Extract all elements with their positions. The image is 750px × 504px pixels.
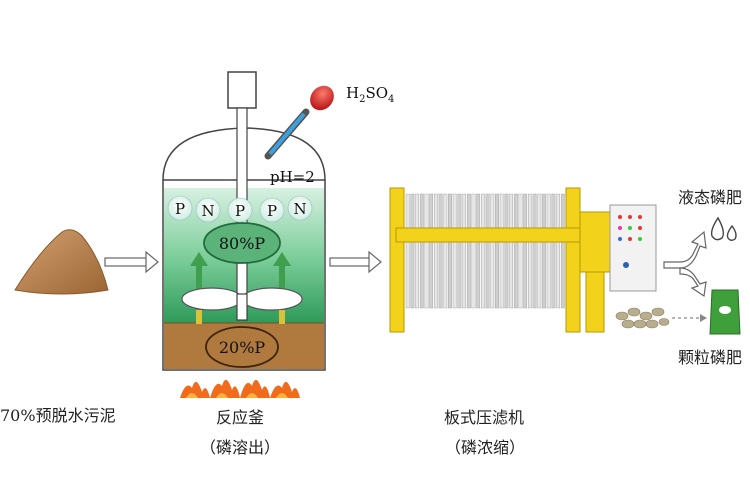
filter-plate xyxy=(443,193,448,309)
filter-plate xyxy=(556,193,561,309)
filter-plate xyxy=(546,193,551,309)
sludge-pile xyxy=(14,229,109,295)
filter-plate xyxy=(481,193,485,309)
ion-label: N xyxy=(293,200,306,218)
filter-plate xyxy=(457,193,462,309)
filter-plate xyxy=(415,193,419,309)
liquid-fertilizer-label: 液态磷肥 xyxy=(678,188,743,207)
filter-plate xyxy=(471,193,476,309)
ion-label: N xyxy=(201,202,214,220)
reactor-sublabel: （磷溶出） xyxy=(199,438,280,457)
filter-plate xyxy=(523,193,528,309)
filter-plate xyxy=(438,193,443,309)
filter-plate xyxy=(504,193,509,309)
filter-plate xyxy=(434,193,438,309)
upper-phosphorus-ellipse xyxy=(203,222,281,264)
filter-plate xyxy=(462,193,466,309)
control-panel xyxy=(609,204,657,292)
ph-label: pH=2 xyxy=(270,168,315,186)
filter-press-sublabel: （磷浓缩） xyxy=(444,438,525,457)
filter-press xyxy=(389,187,657,333)
stirrer-blade xyxy=(181,287,243,311)
water-drop-icon xyxy=(710,216,737,241)
lower-phosphorus-ellipse xyxy=(205,326,279,368)
arrow-right-icon xyxy=(329,250,382,274)
filter-plate xyxy=(537,193,542,309)
ion-label: P xyxy=(267,202,277,220)
dropper-icon xyxy=(264,85,334,160)
ion-row: P N P P N xyxy=(167,195,313,223)
filter-plate xyxy=(405,193,410,309)
filter-plate xyxy=(429,193,434,309)
filter-plate xyxy=(513,193,518,309)
filter-plate xyxy=(490,193,495,309)
filter-plate xyxy=(424,193,429,309)
filter-plate xyxy=(499,193,504,309)
filter-plate xyxy=(542,193,546,309)
granular-fertilizer-label: 颗粒磷肥 xyxy=(678,348,743,367)
granules xyxy=(615,307,670,329)
arrow-right-icon xyxy=(104,250,159,274)
filter-plate xyxy=(532,193,537,309)
lower-phosphorus-label: 20%P xyxy=(219,338,266,357)
filter-plate xyxy=(476,193,481,309)
filter-plate xyxy=(452,193,457,309)
ion-label: P xyxy=(235,202,245,220)
sludge-label: 70%预脱水污泥 xyxy=(0,406,116,425)
reactor-label: 反应釜 xyxy=(215,408,264,427)
filter-plate xyxy=(466,193,471,309)
filter-plate xyxy=(485,193,490,309)
filter-press-label: 板式压滤机 xyxy=(443,408,524,427)
filter-plate xyxy=(495,193,499,309)
acid-formula: H2SO4 xyxy=(346,84,394,105)
filter-plate xyxy=(509,193,513,309)
filter-plate xyxy=(560,193,565,309)
fertilizer-bag-icon xyxy=(709,289,741,335)
filter-plate xyxy=(410,193,415,309)
upper-phosphorus-label: 80%P xyxy=(219,234,266,253)
ion-label: P xyxy=(175,200,185,218)
filter-plate xyxy=(448,193,452,309)
split-arrow-icon xyxy=(663,230,707,298)
filter-plate xyxy=(551,193,556,309)
stirrer-blade xyxy=(241,287,303,311)
filter-plate xyxy=(528,193,532,309)
fire-icon xyxy=(180,379,300,398)
filter-plate xyxy=(518,193,523,309)
reactor-motor xyxy=(227,71,257,109)
filter-plate xyxy=(419,193,424,309)
